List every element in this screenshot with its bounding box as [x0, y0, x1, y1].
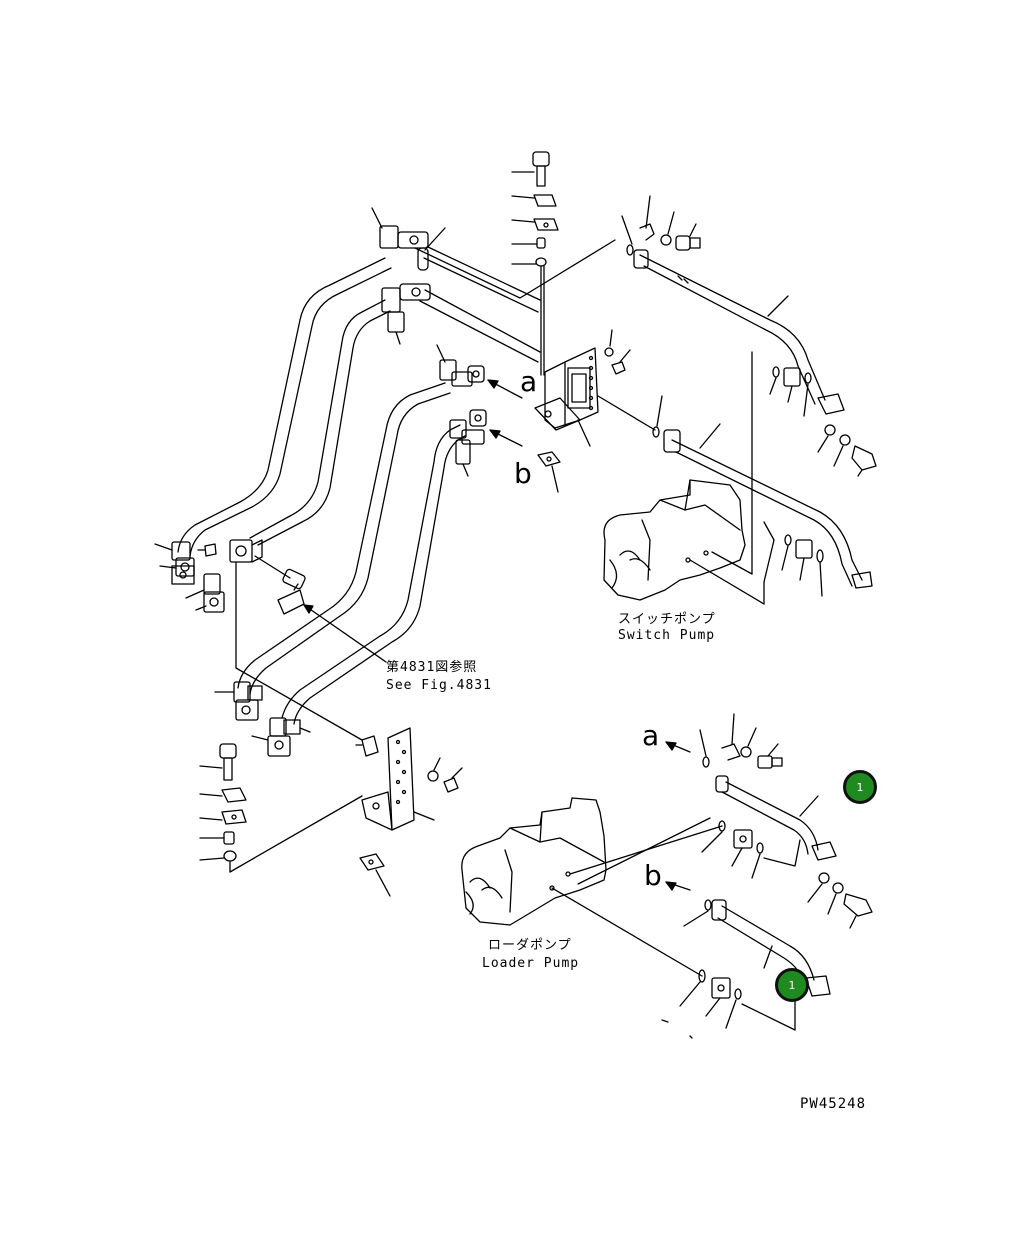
- middle-hose-b: [281, 424, 466, 725]
- hose-right-lower: [652, 395, 873, 589]
- left-hose-inner: [249, 299, 391, 546]
- loader-pump-label-jp: ローダポンプ: [488, 938, 572, 953]
- switch-pump-label-en: Switch Pump: [618, 628, 716, 643]
- hose-right-upper: [621, 195, 845, 415]
- hose-top-1: [427, 246, 541, 301]
- clamp-mid-a: [436, 344, 485, 387]
- drawing-code: PW45248: [800, 1096, 867, 1112]
- switch-pump-label-jp: スイッチポンプ: [618, 612, 716, 627]
- part-hotspot-1-lower[interactable]: 1: [775, 968, 809, 1002]
- clamp-lower-left-2: [251, 717, 311, 757]
- view-letter-b-lower: b: [644, 859, 662, 892]
- hose-top-2: [423, 257, 539, 313]
- left-block: [197, 539, 263, 563]
- part-hotspot-1-upper[interactable]: 1: [843, 770, 877, 804]
- bracket-lower: [355, 727, 463, 897]
- bolt-stack-lower: [199, 743, 363, 873]
- arrow-b-upper: [489, 429, 523, 447]
- left-fittings: [154, 541, 225, 613]
- bracket-upper: [534, 329, 656, 493]
- switch-pump-body: [603, 479, 746, 601]
- arrow-a-lower: [665, 741, 691, 753]
- clamp-mid-b: [449, 409, 487, 477]
- hose-top-3: [424, 289, 541, 353]
- clamp-top-upper: [371, 207, 446, 271]
- hose-detail-b: [661, 899, 831, 1039]
- parts-right-upper: [711, 351, 877, 575]
- view-letter-b-upper: b: [514, 457, 532, 490]
- see-fig-label-en: See Fig.4831: [386, 678, 492, 693]
- see-fig-label-jp: 第4831図参照: [386, 660, 478, 675]
- arrow-a-upper: [487, 379, 523, 399]
- clamp-lower-left-1: [214, 681, 263, 721]
- leader-top: [414, 239, 616, 299]
- loader-pump-label-en: Loader Pump: [482, 956, 580, 971]
- arrow-b-lower: [665, 881, 691, 891]
- view-letter-a-upper: a: [520, 365, 538, 398]
- loader-pump-body: [461, 797, 723, 977]
- clamp-top-lower: [381, 283, 431, 345]
- left-hose-outer: [177, 257, 392, 557]
- bolt-stack-top: [511, 151, 559, 376]
- view-letter-a-lower: a: [642, 719, 660, 752]
- hose-top-4: [419, 300, 539, 363]
- hose-detail-a: [699, 713, 873, 929]
- leader-left-vertical: [235, 561, 363, 741]
- parts-right-middle: [689, 521, 824, 605]
- fig4831-fitting: [254, 555, 387, 663]
